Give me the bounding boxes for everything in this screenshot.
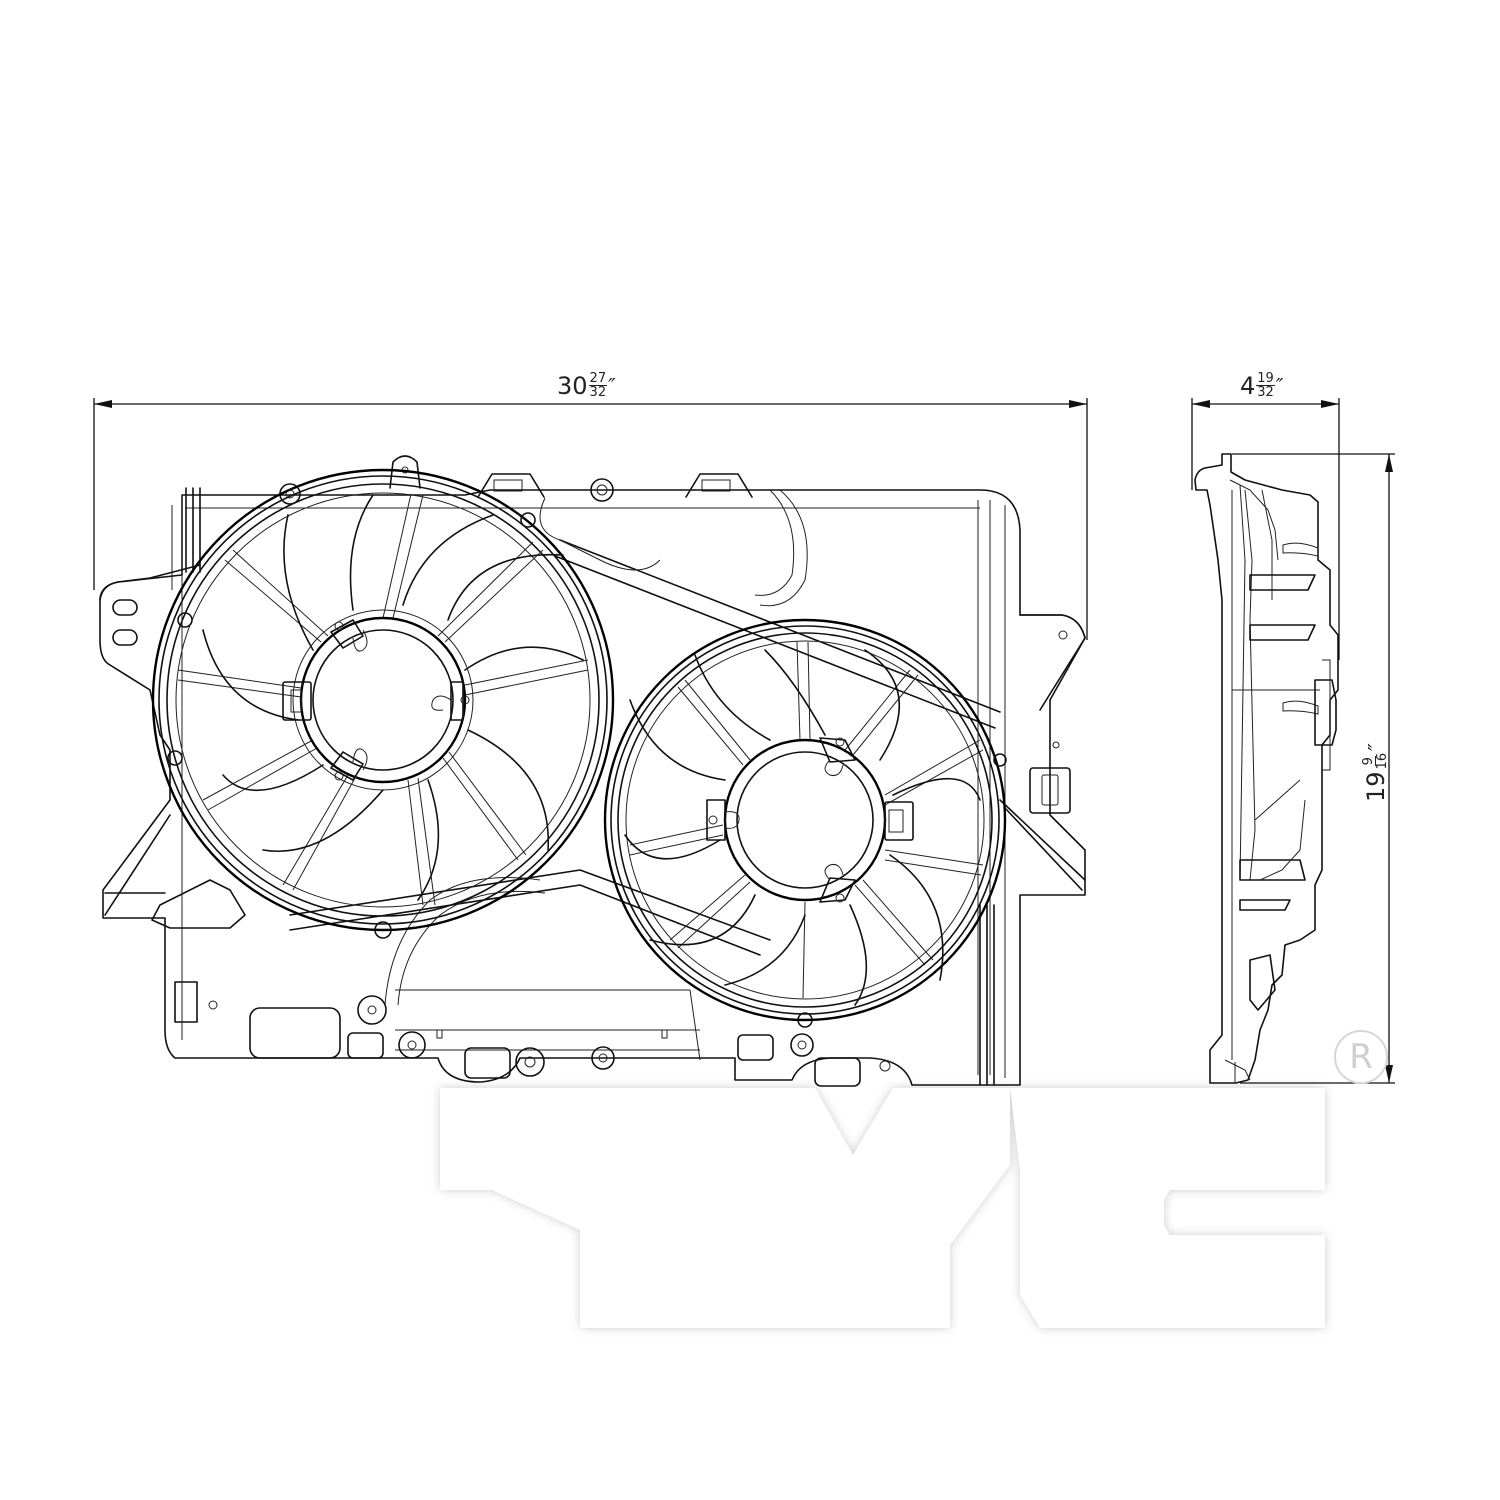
left-lower-bracket [104, 814, 246, 929]
watermark-letter-y [605, 1088, 1010, 1328]
watermark-letter-c [1010, 1088, 1325, 1328]
motor-connector-icon [884, 801, 914, 841]
mount-boss-icon [590, 478, 614, 502]
right-fan [603, 618, 1007, 1028]
left-mount-bracket [99, 564, 201, 646]
connector-clip-icon [1029, 767, 1071, 814]
mount-boss-icon [357, 995, 387, 1025]
left-fan [151, 468, 615, 939]
top-clip-tab [477, 473, 545, 498]
right-mount-bracket [999, 614, 1086, 891]
dimension-depth [1191, 398, 1340, 660]
front-view [99, 455, 1086, 1087]
dimension-width [93, 398, 1088, 640]
side-profile-outline [1194, 453, 1339, 1084]
motor-connector-icon [282, 681, 312, 721]
top-clip-tab [685, 473, 753, 498]
bottom-features [174, 981, 891, 1087]
side-view [1194, 453, 1339, 1084]
bracket-slot-icon [112, 629, 138, 646]
tyc-watermark [440, 1088, 1325, 1328]
registered-trademark-icon: R [1334, 1030, 1388, 1084]
dimension-height [1232, 453, 1395, 1084]
bracket-slot-icon [112, 599, 138, 616]
